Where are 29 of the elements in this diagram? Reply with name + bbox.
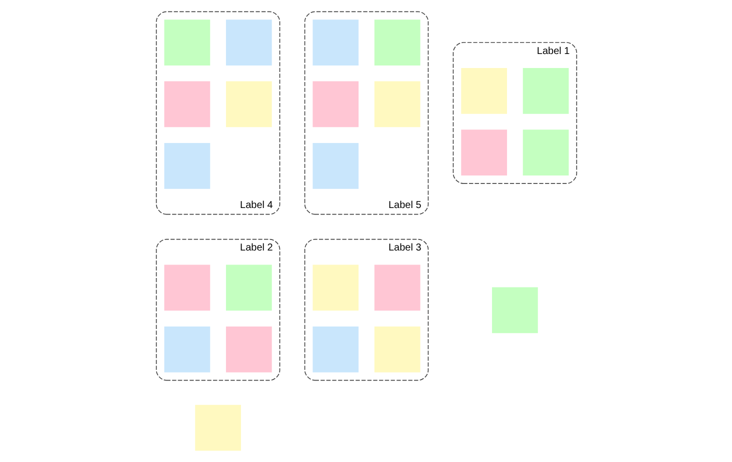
node-box — [164, 81, 210, 128]
node-box — [164, 326, 210, 372]
node-box — [522, 68, 568, 114]
node-box — [460, 68, 507, 114]
node-box — [312, 20, 358, 66]
node-box — [522, 130, 568, 176]
node-box — [374, 326, 420, 372]
cluster: Label 4 — [155, 11, 280, 215]
node-box — [164, 264, 210, 311]
node-box — [225, 81, 272, 128]
node-box — [312, 143, 358, 189]
node-box — [312, 81, 358, 128]
node-box — [374, 264, 420, 311]
node-box — [460, 130, 507, 176]
node-box — [312, 264, 358, 311]
node-box — [374, 81, 420, 128]
node-box — [164, 20, 210, 66]
cluster: Label 2 — [155, 238, 280, 381]
node-box — [225, 20, 272, 66]
node-box — [225, 326, 272, 372]
cluster: Label 3 — [304, 238, 428, 381]
cluster: Label 5 — [304, 11, 428, 215]
cluster: Label 1 — [452, 42, 577, 184]
node-box — [164, 143, 210, 189]
node-box — [194, 404, 240, 451]
node-box — [374, 20, 420, 66]
node-box — [492, 287, 538, 334]
node-box — [225, 264, 272, 311]
node-box — [312, 326, 358, 372]
